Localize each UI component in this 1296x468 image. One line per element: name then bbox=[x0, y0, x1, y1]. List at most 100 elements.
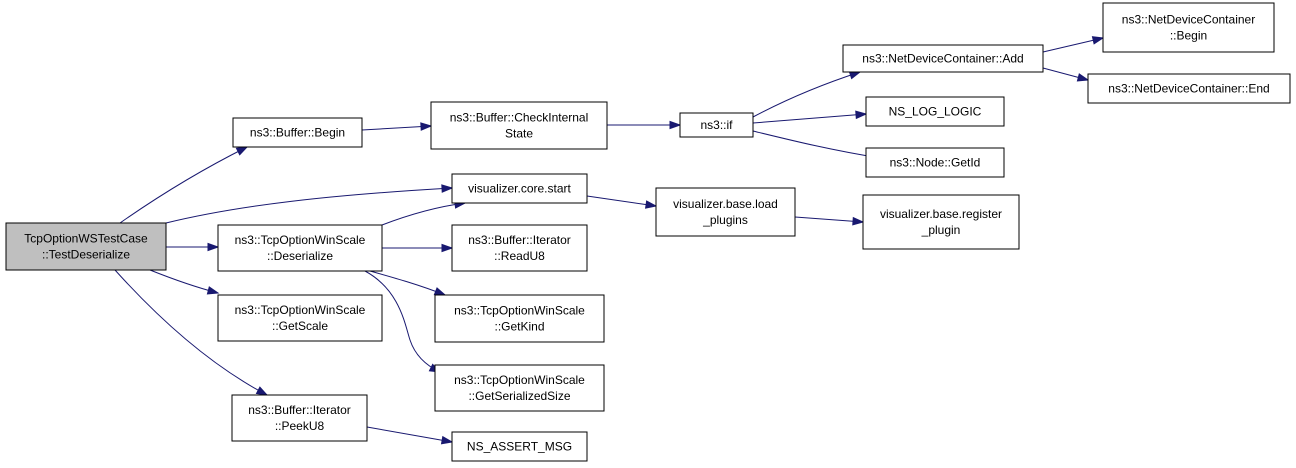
node-wins-getsersize[interactable]: ns3::TcpOptionWinScale::GetSerializedSiz… bbox=[434, 364, 605, 412]
arrowhead-icon bbox=[855, 110, 868, 120]
node-buf-begin[interactable]: ns3::Buffer::Begin bbox=[232, 117, 363, 148]
arrowhead-icon bbox=[207, 242, 220, 252]
arrowhead-icon bbox=[255, 386, 269, 396]
node-label-line: ns3::NetDeviceContainer bbox=[1122, 13, 1255, 27]
node-label-line: TcpOptionWSTestCase bbox=[24, 232, 148, 246]
edge-root-to-buf_begin bbox=[119, 146, 249, 224]
node-ns-log-logic[interactable]: NS_LOG_LOGIC bbox=[865, 96, 1005, 127]
edge-root-to-iter_peeku8 bbox=[114, 269, 269, 396]
node-label-line: ::ReadU8 bbox=[494, 249, 545, 263]
node-label-line: _plugin bbox=[921, 223, 961, 237]
edge-line bbox=[361, 125, 432, 131]
node-node-getid[interactable]: ns3::Node::GetId bbox=[865, 147, 1005, 178]
node-label-line: ns3::Buffer::Begin bbox=[250, 126, 345, 140]
edge-iter_peeku8-to-ns_assert bbox=[366, 426, 454, 445]
edge-line bbox=[381, 202, 466, 226]
edge-line bbox=[752, 113, 867, 124]
arrowhead-icon bbox=[669, 120, 682, 130]
edge-vis_start-to-vis_load bbox=[586, 195, 658, 209]
node-label-line: NS_ASSERT_MSG bbox=[467, 440, 572, 454]
node-wins-getscale[interactable]: ns3::TcpOptionWinScale::GetScale bbox=[217, 294, 383, 342]
node-label-line: ns3::if bbox=[700, 118, 733, 132]
edge-line bbox=[119, 146, 248, 224]
edge-wins_deser-to-vis_start bbox=[381, 200, 467, 226]
edge-line bbox=[114, 269, 268, 396]
node-box bbox=[865, 96, 1005, 127]
arrowhead-icon bbox=[441, 184, 454, 193]
edge-root-to-vis_start bbox=[165, 184, 454, 224]
node-box bbox=[865, 147, 1005, 178]
edge-vis_load-to-vis_register bbox=[794, 216, 865, 226]
node-label-line: ::GetKind bbox=[494, 320, 544, 334]
node-box bbox=[451, 224, 588, 272]
edge-buf_begin-to-checkinternal bbox=[361, 122, 433, 131]
arrowhead-icon bbox=[440, 435, 454, 445]
node-wins-getkind[interactable]: ns3::TcpOptionWinScale::GetKind bbox=[434, 294, 605, 343]
node-box bbox=[5, 222, 167, 271]
node-root: TcpOptionWSTestCase::TestDeserialize bbox=[5, 222, 167, 271]
node-label-line: ns3::Buffer::Iterator bbox=[468, 233, 571, 247]
arrowhead-icon bbox=[235, 146, 249, 156]
node-vis-register[interactable]: visualizer.base.register_plugin bbox=[862, 194, 1020, 250]
edge-line bbox=[752, 71, 861, 118]
node-box bbox=[451, 431, 588, 462]
edge-line bbox=[794, 216, 864, 223]
edge-line bbox=[752, 130, 881, 159]
node-box bbox=[217, 224, 383, 272]
edge-ndc_add-to-ndc_end bbox=[1042, 67, 1090, 82]
edge-root-to-wins_getscale bbox=[149, 269, 220, 295]
node-box bbox=[451, 173, 588, 204]
node-box bbox=[217, 294, 383, 342]
node-ns-assert[interactable]: NS_ASSERT_MSG bbox=[451, 431, 588, 462]
edge-wins_deser-to-iter_readu8 bbox=[382, 243, 454, 253]
node-if[interactable]: ns3::if bbox=[679, 112, 754, 138]
node-box bbox=[430, 101, 608, 150]
node-box bbox=[434, 294, 605, 343]
arrowhead-icon bbox=[420, 122, 433, 131]
node-label-line: _plugins bbox=[702, 213, 748, 227]
node-label-line: ::GetSerializedSize bbox=[468, 389, 570, 403]
arrowhead-icon bbox=[1076, 73, 1090, 82]
edge-line bbox=[149, 269, 219, 294]
arrowhead-icon bbox=[852, 216, 865, 226]
arrowhead-icon bbox=[206, 286, 220, 295]
node-label-line: visualizer.base.load bbox=[673, 197, 778, 211]
node-label-line: ns3::TcpOptionWinScale bbox=[454, 304, 585, 318]
node-vis-start[interactable]: visualizer.core.start bbox=[451, 173, 588, 204]
arrowhead-icon bbox=[1091, 36, 1105, 45]
node-label-line: ::GetScale bbox=[272, 319, 328, 333]
edge-ndc_add-to-ndc_begin bbox=[1042, 36, 1105, 53]
node-ndc-begin[interactable]: ns3::NetDeviceContainer::Begin bbox=[1102, 2, 1275, 53]
edge-if-to-node_getid bbox=[752, 130, 882, 161]
node-label-line: ns3::TcpOptionWinScale bbox=[454, 373, 585, 387]
node-box bbox=[655, 187, 796, 237]
node-iter-peeku8[interactable]: ns3::Buffer::Iterator::PeekU8 bbox=[231, 394, 368, 442]
node-box bbox=[1102, 2, 1275, 53]
edge-if-to-ndc_add bbox=[752, 71, 862, 118]
node-wins-deser[interactable]: ns3::TcpOptionWinScale::Deserialize bbox=[217, 224, 383, 272]
node-box bbox=[1087, 73, 1291, 104]
node-label-line: ns3::Node::GetId bbox=[890, 156, 981, 170]
node-label-line: ns3::TcpOptionWinScale bbox=[235, 233, 366, 247]
node-layer: TcpOptionWSTestCase::TestDeserializens3:… bbox=[5, 2, 1291, 462]
edge-if-to-ns_log_logic bbox=[752, 110, 868, 124]
node-label-line: NS_LOG_LOGIC bbox=[889, 105, 982, 119]
node-box bbox=[231, 394, 368, 442]
edge-layer bbox=[114, 36, 1105, 445]
node-label-line: ::TestDeserialize bbox=[42, 248, 130, 262]
node-vis-load[interactable]: visualizer.base.load _plugins bbox=[655, 187, 796, 237]
node-label-line: ns3::Buffer::CheckInternal bbox=[450, 111, 589, 125]
node-ndc-end[interactable]: ns3::NetDeviceContainer::End bbox=[1087, 73, 1291, 104]
node-label-line: ns3::TcpOptionWinScale bbox=[235, 303, 366, 317]
node-iter-readu8[interactable]: ns3::Buffer::Iterator::ReadU8 bbox=[451, 224, 588, 272]
arrowhead-icon bbox=[848, 71, 862, 80]
node-label-line: ::Deserialize bbox=[267, 249, 333, 263]
edge-checkinternal-to-if bbox=[607, 120, 682, 130]
arrowhead-icon bbox=[644, 200, 658, 209]
node-label-line: ns3::NetDeviceContainer::Add bbox=[862, 52, 1023, 66]
edge-line bbox=[366, 426, 453, 443]
node-ndc-add[interactable]: ns3::NetDeviceContainer::Add bbox=[842, 44, 1044, 73]
node-box bbox=[862, 194, 1020, 250]
